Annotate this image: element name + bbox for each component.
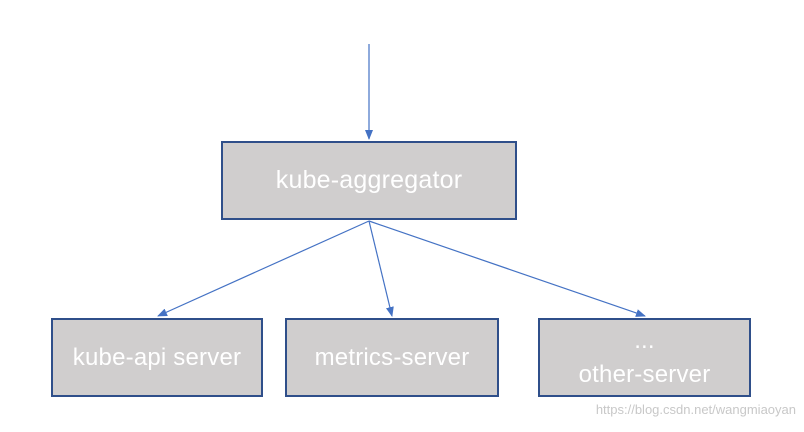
metrics-server-node: metrics-server: [285, 318, 499, 397]
arrow-to-other-server: [368, 220, 646, 317]
kube-aggregator-label: kube-aggregator: [275, 166, 463, 195]
other-server-node: ... other-server: [538, 318, 751, 397]
watermark-url: https://blog.csdn.net/wangmiaoyan: [595, 402, 796, 417]
metrics-server-label: metrics-server: [314, 343, 470, 371]
kube-api-server-label: kube-api server: [72, 343, 242, 371]
kube-aggregator-node: kube-aggregator: [221, 141, 517, 220]
other-server-ellipsis: ...: [634, 326, 655, 354]
arrow-to-api-server: [157, 220, 370, 317]
other-server-label: other-server: [578, 360, 711, 388]
kube-api-server-node: kube-api server: [51, 318, 263, 397]
arrow-to-metrics-server: [368, 220, 394, 317]
